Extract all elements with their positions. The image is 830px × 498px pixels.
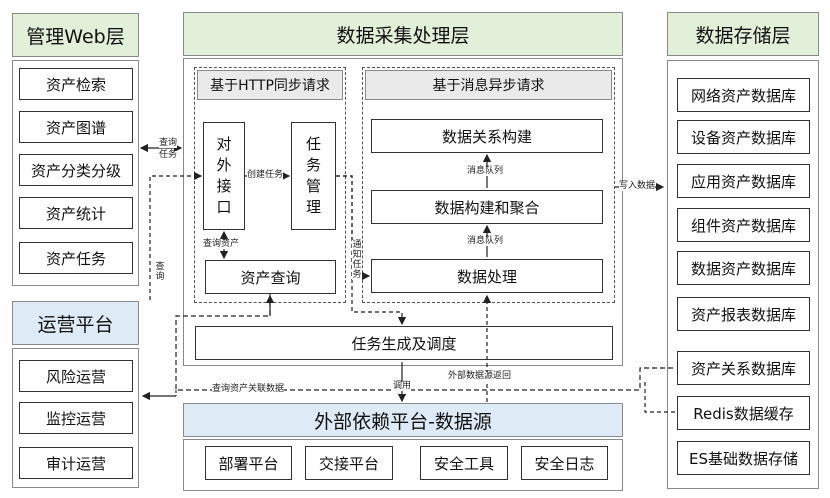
task-management-box: 任务管理 <box>291 122 336 230</box>
ext-item-security-logs: 安全日志 <box>521 446 608 480</box>
task-gen-schedule-box: 任务生成及调度 <box>195 326 613 360</box>
ext-item-deploy: 部署平台 <box>205 446 292 480</box>
ops-item-audit: 审计运营 <box>19 447 133 479</box>
web-item-asset-stats: 资产统计 <box>19 197 133 229</box>
storage-component-db: 组件资产数据库 <box>677 208 810 242</box>
web-item-asset-search: 资产检索 <box>19 68 133 100</box>
storage-es-store: ES基础数据存储 <box>677 441 810 475</box>
ops-platform-title: 运营平台 <box>12 301 139 345</box>
ops-item-monitor: 监控运营 <box>19 402 133 434</box>
edge-task-schedule <box>336 175 407 326</box>
web-layer-title: 管理Web层 <box>12 13 139 57</box>
storage-report-db: 资产报表数据库 <box>677 297 810 331</box>
label-external-return: 外部数据源返回 <box>448 371 512 381</box>
external-interface-label: 对外接口 <box>216 135 232 216</box>
data-build-aggregate-box: 数据构建和聚合 <box>371 190 603 224</box>
web-item-asset-task: 资产任务 <box>19 242 133 274</box>
storage-relation-db: 资产关系数据库 <box>677 351 810 385</box>
label-query: 查询 <box>159 138 178 148</box>
ext-item-handover: 交接平台 <box>305 446 393 480</box>
async-group-title: 基于消息异步请求 <box>365 70 612 100</box>
external-platform-title: 外部依赖平台-数据源 <box>183 403 623 437</box>
processing-layer-title: 数据采集处理层 <box>183 12 623 56</box>
data-processing-box: 数据处理 <box>371 259 603 293</box>
label-msg-queue-2: 消息队列 <box>467 236 504 246</box>
web-item-asset-classification: 资产分类分级 <box>19 154 133 186</box>
external-interface-box: 对外接口 <box>203 122 245 230</box>
data-relation-build-box: 数据关系构建 <box>371 119 603 153</box>
asset-query-box: 资产查询 <box>205 260 336 294</box>
storage-layer-title: 数据存储层 <box>667 12 819 56</box>
storage-application-db: 应用资产数据库 <box>677 164 810 198</box>
ext-item-security-tools: 安全工具 <box>420 446 508 480</box>
label-notify-task: 通知任务 <box>352 240 362 280</box>
storage-network-db: 网络资产数据库 <box>677 78 810 112</box>
label-create-task: 创建任务 <box>247 170 284 180</box>
storage-data-asset-db: 数据资产数据库 <box>677 251 810 285</box>
storage-device-db: 设备资产数据库 <box>677 120 810 154</box>
web-item-asset-graph: 资产图谱 <box>19 111 133 143</box>
edge-ops-query-relation <box>175 294 675 391</box>
storage-redis-cache: Redis数据缓存 <box>677 396 810 430</box>
label-query-vertical: 查询 <box>155 262 165 282</box>
label-invoke: 调用 <box>393 381 412 391</box>
label-query-asset: 查询资产 <box>203 239 240 249</box>
edge-web-query-dashed <box>149 171 203 300</box>
label-task: 任务 <box>159 150 178 160</box>
label-write-data: 写入数据 <box>619 181 656 191</box>
ops-item-risk: 风险运营 <box>19 360 133 392</box>
label-msg-queue-1: 消息队列 <box>467 166 504 176</box>
edge-redis-link <box>644 380 675 413</box>
task-management-label: 任务管理 <box>305 135 321 216</box>
sync-group-title: 基于HTTP同步请求 <box>197 70 343 100</box>
label-query-asset-relation: 查询资产关联数据 <box>212 384 285 394</box>
